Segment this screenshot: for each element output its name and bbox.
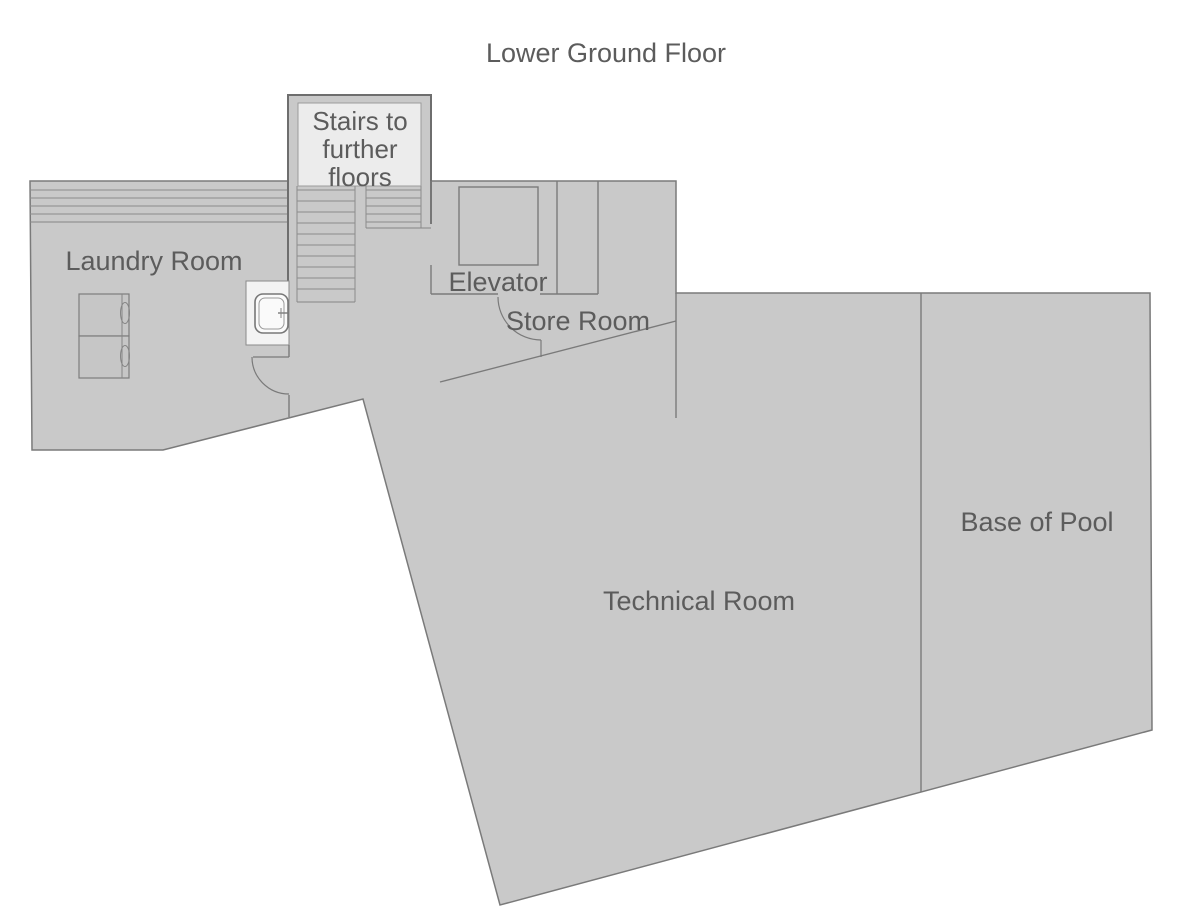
laundry-room-label: Laundry Room	[65, 246, 242, 276]
stair-treads-left-flight	[296, 186, 356, 303]
store-room-diagonal-wall	[439, 320, 677, 383]
store-room-label: Store Room	[506, 306, 650, 336]
page-title: Lower Ground Floor	[486, 38, 726, 68]
store-room-door-arc	[497, 296, 542, 341]
stairs-label-line3: floors	[328, 162, 392, 192]
laundry-top-stripes	[30, 189, 288, 223]
elevator-label: Elevator	[448, 267, 547, 297]
laundry-door	[251, 345, 290, 417]
interior-walls	[439, 293, 922, 792]
stair-treads-right-flight	[365, 186, 431, 229]
washer-door-handle	[120, 302, 130, 324]
dryer-door-handle	[120, 345, 130, 367]
washer-dryer-stack	[78, 293, 130, 379]
stairs-box-border	[287, 94, 432, 302]
elevator-cab	[458, 186, 539, 266]
stairs-label-line1: Stairs to	[312, 106, 407, 136]
floor-outline	[29, 94, 1153, 906]
sink	[245, 280, 290, 346]
laundry-door-arc	[251, 356, 290, 395]
stairs-label-panel	[297, 102, 422, 187]
stairs-label-line2: further	[322, 134, 397, 164]
faucet-icon	[278, 308, 288, 318]
store-room-door	[497, 296, 542, 357]
base-of-pool-label: Base of Pool	[960, 507, 1113, 537]
stairwell: Stairs to further floors	[287, 94, 432, 303]
technical-room-label: Technical Room	[603, 586, 795, 616]
elevator-lobby-walls	[430, 181, 599, 295]
